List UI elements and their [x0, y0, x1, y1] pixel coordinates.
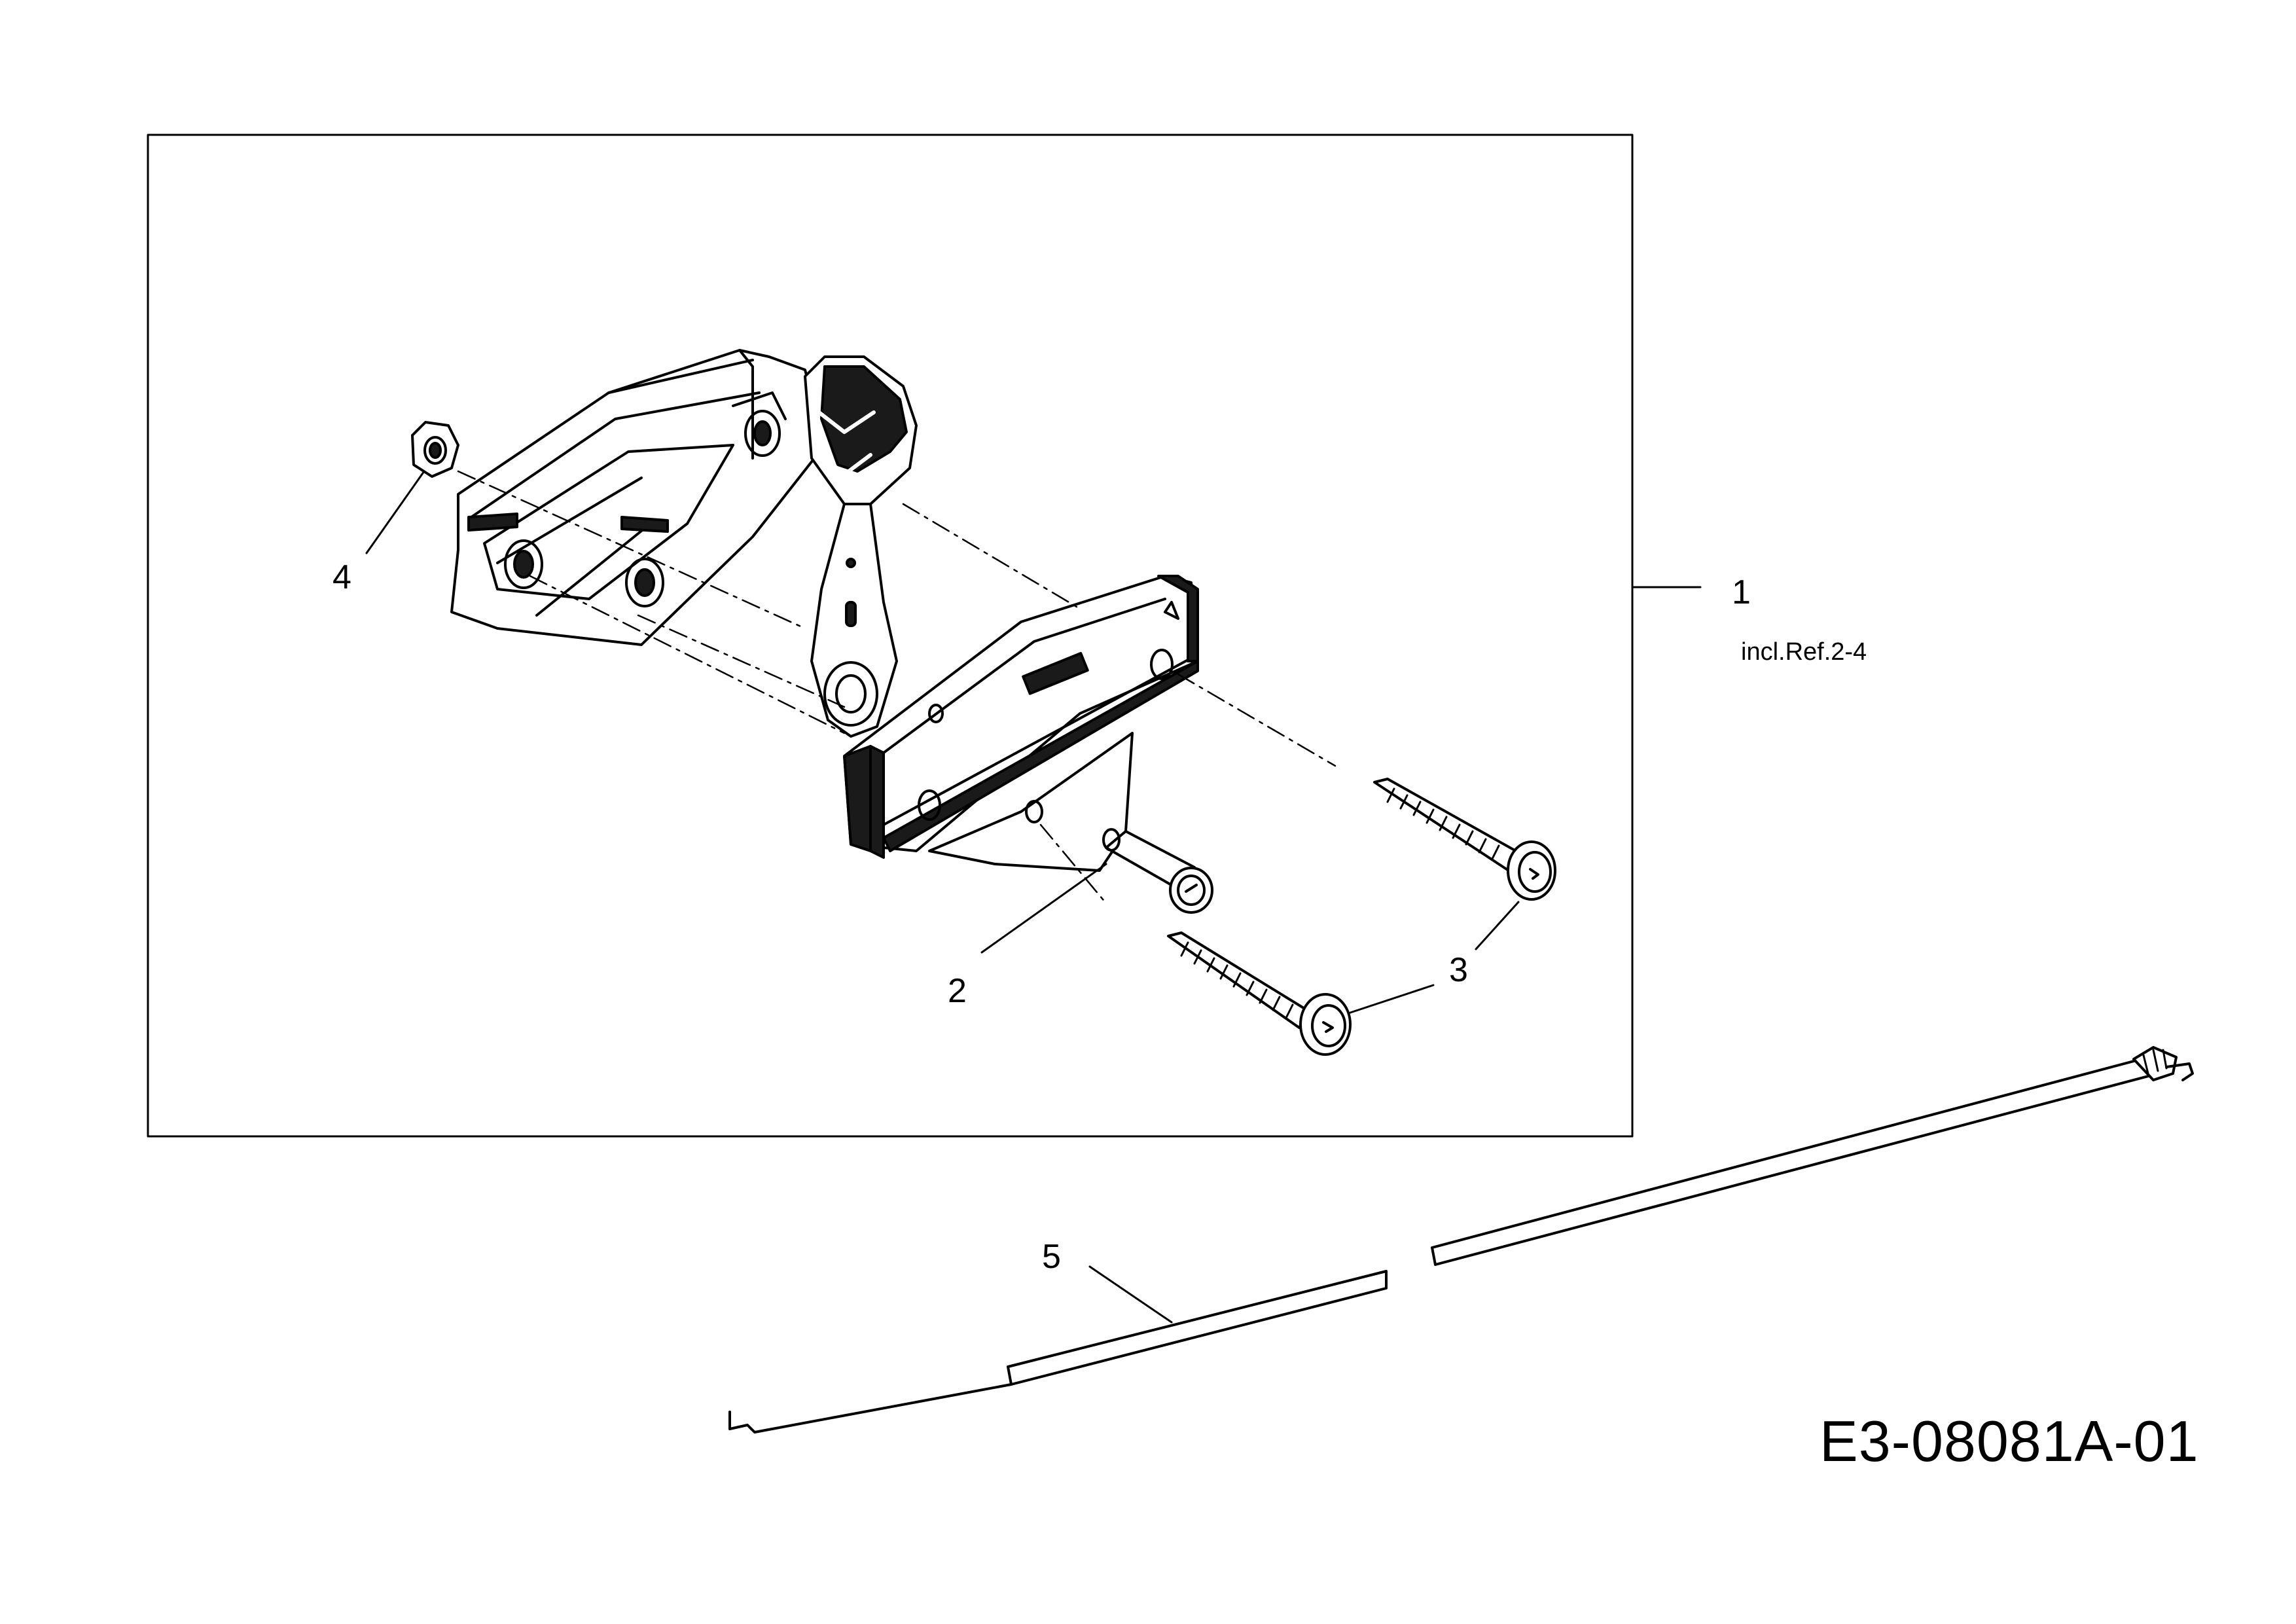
assembly-centerlines — [457, 470, 1336, 905]
pin-part-2 — [1102, 828, 1213, 914]
leader-3 — [1347, 901, 1520, 1015]
callout-3: 3 — [1449, 951, 1468, 989]
leader-4 — [365, 470, 425, 554]
screw-part-3-upper — [1373, 778, 1556, 901]
leader-2 — [980, 863, 1107, 954]
screw-part-3-lower — [1167, 931, 1352, 1056]
nut-part-4 — [411, 421, 459, 478]
callout-4: 4 — [332, 558, 351, 596]
kit-contents-note: incl.Ref.2-4 — [1741, 638, 1867, 666]
callout-5: 5 — [1042, 1238, 1061, 1276]
callout-2: 2 — [948, 972, 967, 1010]
callout-1: 1 — [1732, 573, 1751, 611]
right-bracket-guide — [843, 575, 1199, 872]
lever-handle — [804, 355, 918, 738]
left-bracket-housing — [450, 349, 826, 646]
cable-part-5 — [728, 1046, 2194, 1434]
leader-5 — [1088, 1265, 1173, 1324]
drawing-code: E3-08081A-01 — [1820, 1409, 2199, 1473]
kit-frame — [147, 134, 1634, 1138]
